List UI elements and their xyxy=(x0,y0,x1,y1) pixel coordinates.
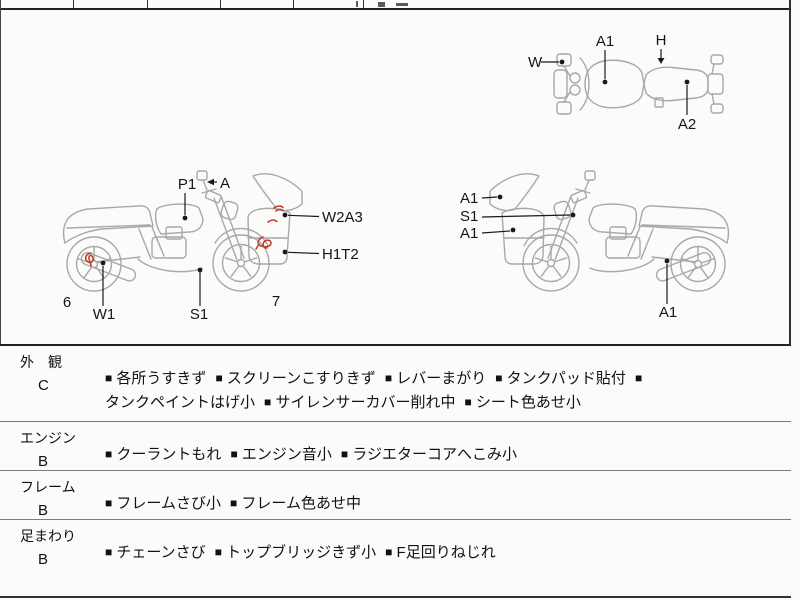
clipped-text-fragment xyxy=(396,3,408,6)
diagram-label: A2 xyxy=(678,116,696,133)
damage-item: ■ フレームさび小 xyxy=(105,495,221,512)
damage-item: ■ ラジエターコアへこみ小 xyxy=(340,446,517,463)
damage-item: ■ フレーム色あせ中 xyxy=(229,495,361,512)
category-cell: エンジン B xyxy=(0,422,100,470)
diagram-label: H xyxy=(656,32,667,49)
diagram-label: 7 xyxy=(272,293,280,310)
bullet-square-icon: ■ xyxy=(384,371,393,385)
table-cell-divider xyxy=(147,0,148,9)
bullet-square-icon: ■ xyxy=(264,395,272,409)
table-cell-divider xyxy=(363,0,364,9)
damage-item: ■ タンクパッド貼付 xyxy=(495,370,626,387)
table-row: 外 観 C ■ 各所うすきず ■ スクリーンこすりきず ■ レバーまがり ■ タンクパ… xyxy=(0,346,791,421)
grade-value: B xyxy=(38,551,49,568)
left-side-diagram: P1 A W2A3 H1T2 W1 S1 6 7 xyxy=(63,170,363,323)
diagram-label: S1 xyxy=(190,306,208,323)
clipped-text-fragment xyxy=(378,2,385,7)
diagram-label: A1 xyxy=(460,190,478,207)
damage-item: ■ スクリーンこすりきず xyxy=(215,370,376,387)
diagram-label: 6 xyxy=(63,294,71,311)
damage-item: ■ 各所うすきず xyxy=(105,370,207,387)
category-cell: 足まわり B xyxy=(0,520,100,594)
grade-value: B xyxy=(38,453,49,470)
damage-item: ■ エンジン音小 xyxy=(230,446,332,463)
category-cell: 外 観 C xyxy=(0,346,100,421)
bullet-square-icon: ■ xyxy=(230,447,238,461)
grade-value: B xyxy=(38,502,49,519)
damage-items: ■ チェーンさび ■ トップブリッジきず小 ■ F足回りねじれ xyxy=(100,535,791,579)
category-label: フレーム xyxy=(20,479,76,495)
diagram-label: S1 xyxy=(460,208,478,225)
bullet-square-icon: ■ xyxy=(464,395,472,409)
damage-item: ■ チェーンさび xyxy=(105,544,206,561)
damage-items: ■ 各所うすきず■ スクリーンこすりきず■ レバーまがり■ タンクパッド貼付■ … xyxy=(100,361,791,411)
sheet-left-border xyxy=(0,0,1,598)
damage-items: ■ クーラントもれ ■ エンジン音小 ■ ラジエターコアへこみ小 xyxy=(100,437,791,463)
damage-item: ■ タンクペイントはげ小 xyxy=(105,371,643,411)
bullet-square-icon: ■ xyxy=(215,371,223,385)
table-bottom-border xyxy=(0,8,791,10)
bullet-square-icon: ■ xyxy=(105,496,113,510)
bullet-square-icon: ■ xyxy=(214,545,222,559)
diagram-label: A1 xyxy=(659,304,677,321)
damage-marks xyxy=(84,205,284,267)
bullet-square-icon: ■ xyxy=(385,545,393,559)
damage-item: ■ クーラントもれ xyxy=(105,446,222,463)
diagram-label: A1 xyxy=(460,225,478,242)
grade-value: C xyxy=(38,377,49,394)
bullet-square-icon: ■ xyxy=(105,371,113,385)
damage-items: ■ フレームさび小 ■ フレーム色あせ中 xyxy=(100,486,791,512)
category-label: 外 観 xyxy=(20,354,62,370)
sheet-right-border xyxy=(789,0,791,598)
category-label: エンジン xyxy=(20,430,76,446)
diagram-label: W1 xyxy=(93,306,116,323)
right-side-diagram: A1 S1 A1 A1 xyxy=(460,170,730,321)
bullet-square-icon: ■ xyxy=(229,496,238,510)
bullet-square-icon: ■ xyxy=(634,371,643,385)
diagram-label: A xyxy=(220,175,230,192)
clipped-text-fragment xyxy=(356,1,358,7)
diagram-label: W xyxy=(528,54,543,71)
damage-item: ■ トップブリッジきず小 xyxy=(214,544,377,561)
damage-item: ■ シート色あせ小 xyxy=(464,394,581,411)
table-cell-divider xyxy=(293,0,294,9)
bullet-square-icon: ■ xyxy=(105,447,113,461)
bullet-square-icon: ■ xyxy=(105,545,113,559)
table-cell-divider xyxy=(220,0,221,9)
table-cell-divider xyxy=(73,0,74,9)
bullet-square-icon: ■ xyxy=(340,447,349,461)
table-row: 足まわり B ■ チェーンさび ■ トップブリッジきず小 ■ F足回りねじれ xyxy=(0,519,791,594)
diagram-label: A1 xyxy=(596,33,614,50)
table-row: フレーム B ■ フレームさび小 ■ フレーム色あせ中 xyxy=(0,470,791,519)
damage-item: ■ F足回りねじれ xyxy=(385,544,496,561)
category-label: 足まわり xyxy=(20,528,76,544)
diagram-label: W2A3 xyxy=(322,209,363,226)
inspection-table: 外 観 C ■ 各所うすきず ■ スクリーンこすりきず ■ レバーまがり ■ タンクパ… xyxy=(0,344,791,598)
bullet-square-icon: ■ xyxy=(495,371,503,385)
top-view-diagram: W A1 H A2 xyxy=(528,32,724,133)
damage-item: ■ レバーまがり xyxy=(384,370,487,387)
diagram-label: P1 xyxy=(178,176,196,193)
table-row: エンジン B ■ クーラントもれ ■ エンジン音小 ■ ラジエターコアへこみ小 xyxy=(0,421,791,470)
motorcycle-top-outline xyxy=(553,53,724,115)
damage-item: ■ サイレンサーカバー削れ中 xyxy=(264,394,456,411)
diagram-label: H1T2 xyxy=(322,246,359,263)
category-cell: フレーム B xyxy=(0,471,100,519)
